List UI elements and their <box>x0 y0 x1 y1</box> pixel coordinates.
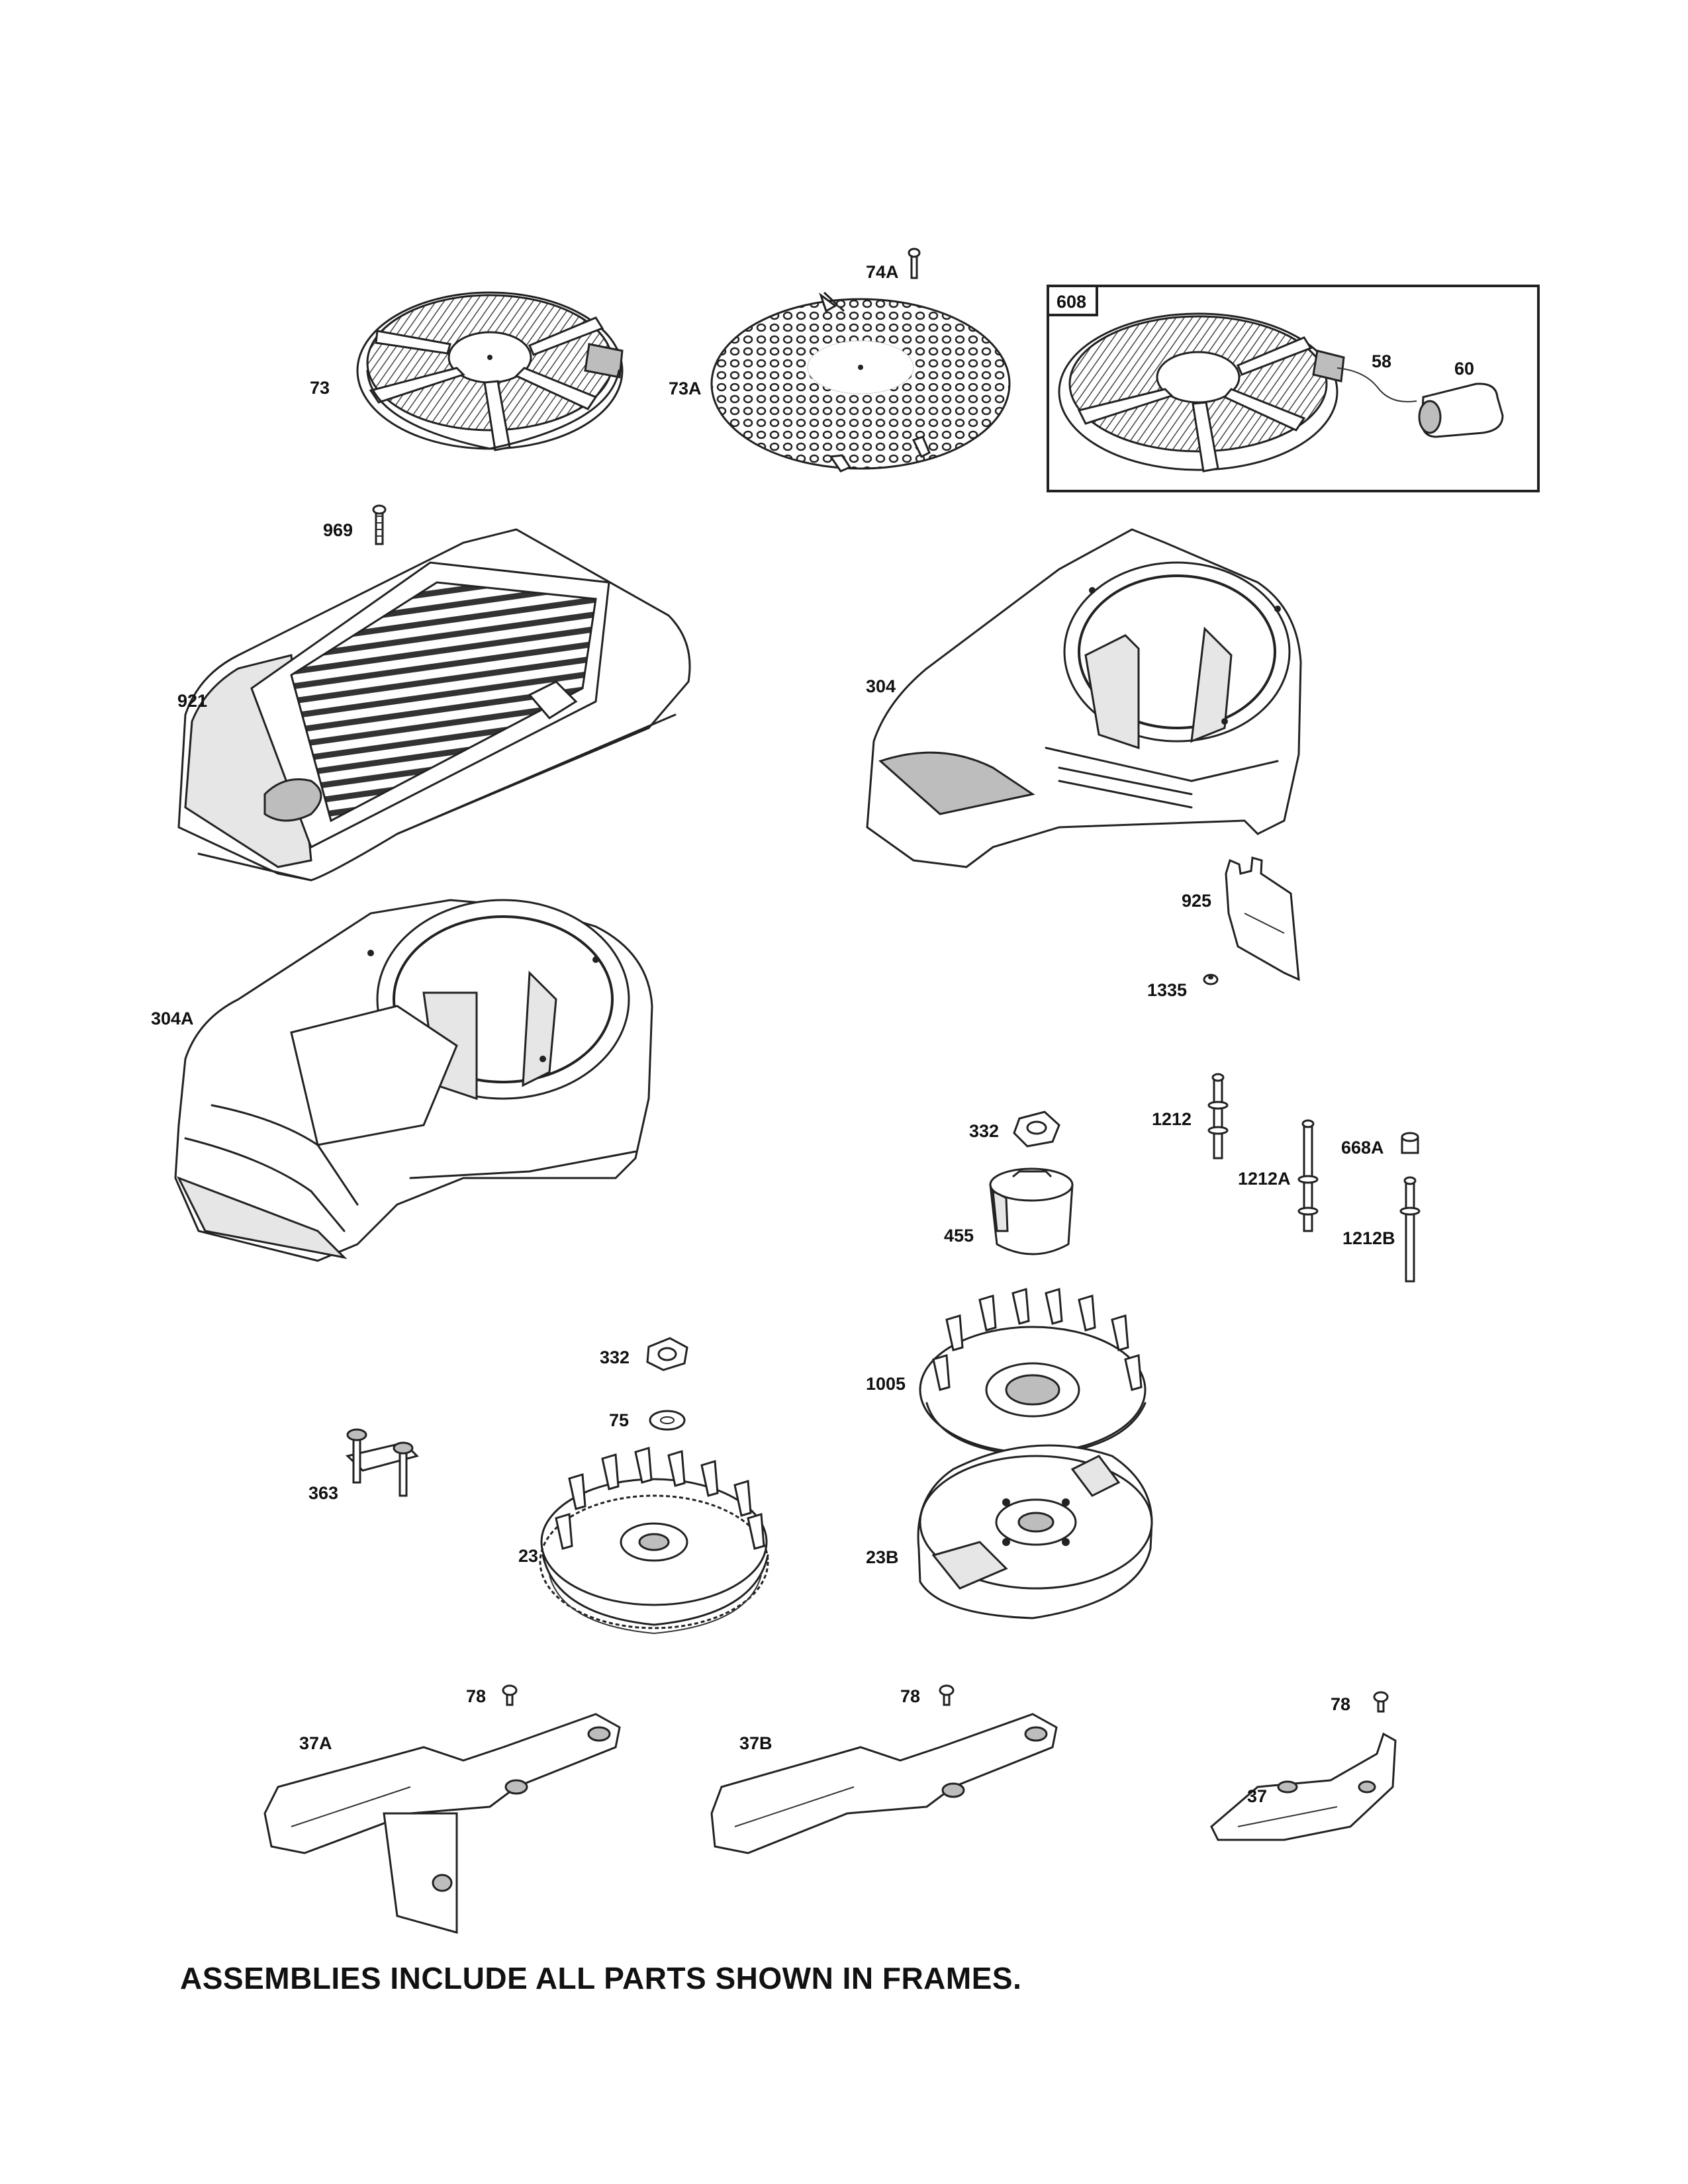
part-304-blower-housing <box>866 528 1302 868</box>
part-label-73a: 73A <box>669 379 702 398</box>
part-1212-stud <box>1207 1073 1229 1160</box>
frame-608-assembly: 608 <box>1047 285 1540 492</box>
part-37-bracket <box>1210 1732 1397 1841</box>
part-1335-nut <box>1203 974 1219 985</box>
part-75-washer <box>649 1410 686 1431</box>
part-label-37: 37 <box>1247 1786 1267 1806</box>
part-label-969: 969 <box>323 520 353 540</box>
part-label-1335: 1335 <box>1147 980 1187 1000</box>
part-label-925: 925 <box>1182 891 1211 911</box>
part-78-screw-b <box>939 1684 955 1706</box>
part-label-921: 921 <box>177 691 207 711</box>
part-label-58: 58 <box>1372 351 1391 371</box>
part-921-engine-cover <box>177 528 691 882</box>
part-74a-screw <box>908 248 921 279</box>
part-78-screw-c <box>1373 1691 1389 1713</box>
part-label-73: 73 <box>310 378 330 398</box>
part-label-78-b: 78 <box>900 1686 920 1706</box>
part-label-1212a: 1212A <box>1238 1169 1291 1189</box>
part-304a-blower-housing <box>174 899 653 1262</box>
assemblies-note: ASSEMBLIES INCLUDE ALL PARTS SHOWN IN FR… <box>180 1961 1022 1995</box>
part-label-23b: 23B <box>866 1547 899 1567</box>
part-label-1212: 1212 <box>1152 1109 1192 1129</box>
part-label-75: 75 <box>609 1410 629 1430</box>
part-969-screw <box>372 504 387 545</box>
part-label-332-upper: 332 <box>969 1121 999 1141</box>
part-label-37b: 37B <box>739 1733 773 1753</box>
part-37b-bracket <box>710 1713 1058 1854</box>
part-925-air-guide <box>1225 856 1300 981</box>
part-label-668a: 668A <box>1341 1138 1384 1158</box>
part-23-flywheel <box>539 1447 769 1635</box>
part-1212a-stud <box>1297 1119 1319 1232</box>
part-label-1005: 1005 <box>866 1374 906 1394</box>
part-label-74a: 74A <box>866 262 899 282</box>
part-label-304: 304 <box>866 676 896 696</box>
part-label-78-c: 78 <box>1331 1694 1350 1714</box>
part-1005-flywheel <box>919 1288 1147 1457</box>
part-73a-debris-screen <box>710 291 1011 473</box>
part-73-rewind-starter <box>356 291 624 451</box>
part-23b-flywheel <box>917 1444 1153 1619</box>
part-455-cup <box>989 1167 1074 1255</box>
part-1212b-stud <box>1399 1176 1421 1283</box>
part-label-23: 23 <box>518 1546 538 1566</box>
part-label-37a: 37A <box>299 1733 332 1753</box>
part-332-nut-lower <box>646 1337 688 1371</box>
part-label-60: 60 <box>1454 359 1474 379</box>
part-37a-bracket <box>263 1713 621 1934</box>
part-332-nut-upper <box>1013 1111 1060 1148</box>
part-78-screw-a <box>502 1684 518 1706</box>
part-label-78-a: 78 <box>466 1686 486 1706</box>
part-label-1212b: 1212B <box>1342 1228 1395 1248</box>
part-668a-spacer <box>1401 1132 1419 1154</box>
part-label-304a: 304A <box>151 1009 194 1028</box>
part-label-455: 455 <box>944 1226 974 1246</box>
part-label-332-lower: 332 <box>600 1347 630 1367</box>
frame-label-608: 608 <box>1056 292 1086 312</box>
part-label-363: 363 <box>308 1483 338 1503</box>
part-363-bracket <box>345 1428 419 1497</box>
